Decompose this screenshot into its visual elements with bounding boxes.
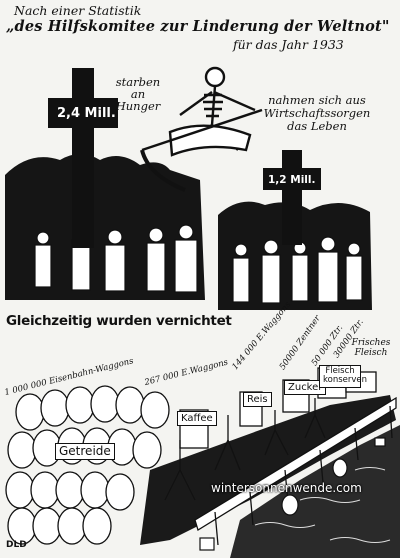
watermark: wintersonnenwende.com (211, 481, 362, 495)
label-getreide: Getreide (55, 443, 115, 461)
left-cross-value: 2,4 Mill. (57, 106, 116, 121)
right-cross-caption: nahmen sich aus Wirtschaftssorgen das Le… (263, 93, 371, 134)
skeleton-reaper (168, 66, 256, 157)
cross-right (263, 150, 321, 245)
pier-railing (194, 396, 397, 546)
signature: DLD (6, 540, 27, 550)
scythe (140, 108, 263, 192)
header-line2: „des Hilfskomitee zur Linderung der Welt… (6, 18, 390, 35)
label-frisches-fleisch: Frisches Fleisch (351, 338, 391, 358)
label-zucker: Zucker (284, 380, 327, 395)
right-cross-value: 1,2 Mill. (268, 174, 316, 186)
people-front-right (232, 236, 363, 304)
label-fleischkonserven: Fleisch konserven (319, 365, 367, 388)
people-front-left (34, 224, 198, 293)
left-cross-caption: starben an Hunger (115, 75, 161, 114)
header-year: für das Jahr 1933 (233, 37, 344, 52)
grain-sacks (5, 385, 170, 545)
label-kaffee: Kaffee (177, 411, 217, 426)
dumped-goods (199, 437, 386, 551)
cross-left (48, 68, 118, 248)
pier-shadow (140, 395, 396, 545)
water-waves (254, 467, 391, 543)
header-line1: Nach einer Statistik (14, 3, 142, 18)
destroyed-heading: Gleichzeitig wurden vernichtet (6, 313, 232, 329)
label-reis: Reis (243, 392, 272, 407)
